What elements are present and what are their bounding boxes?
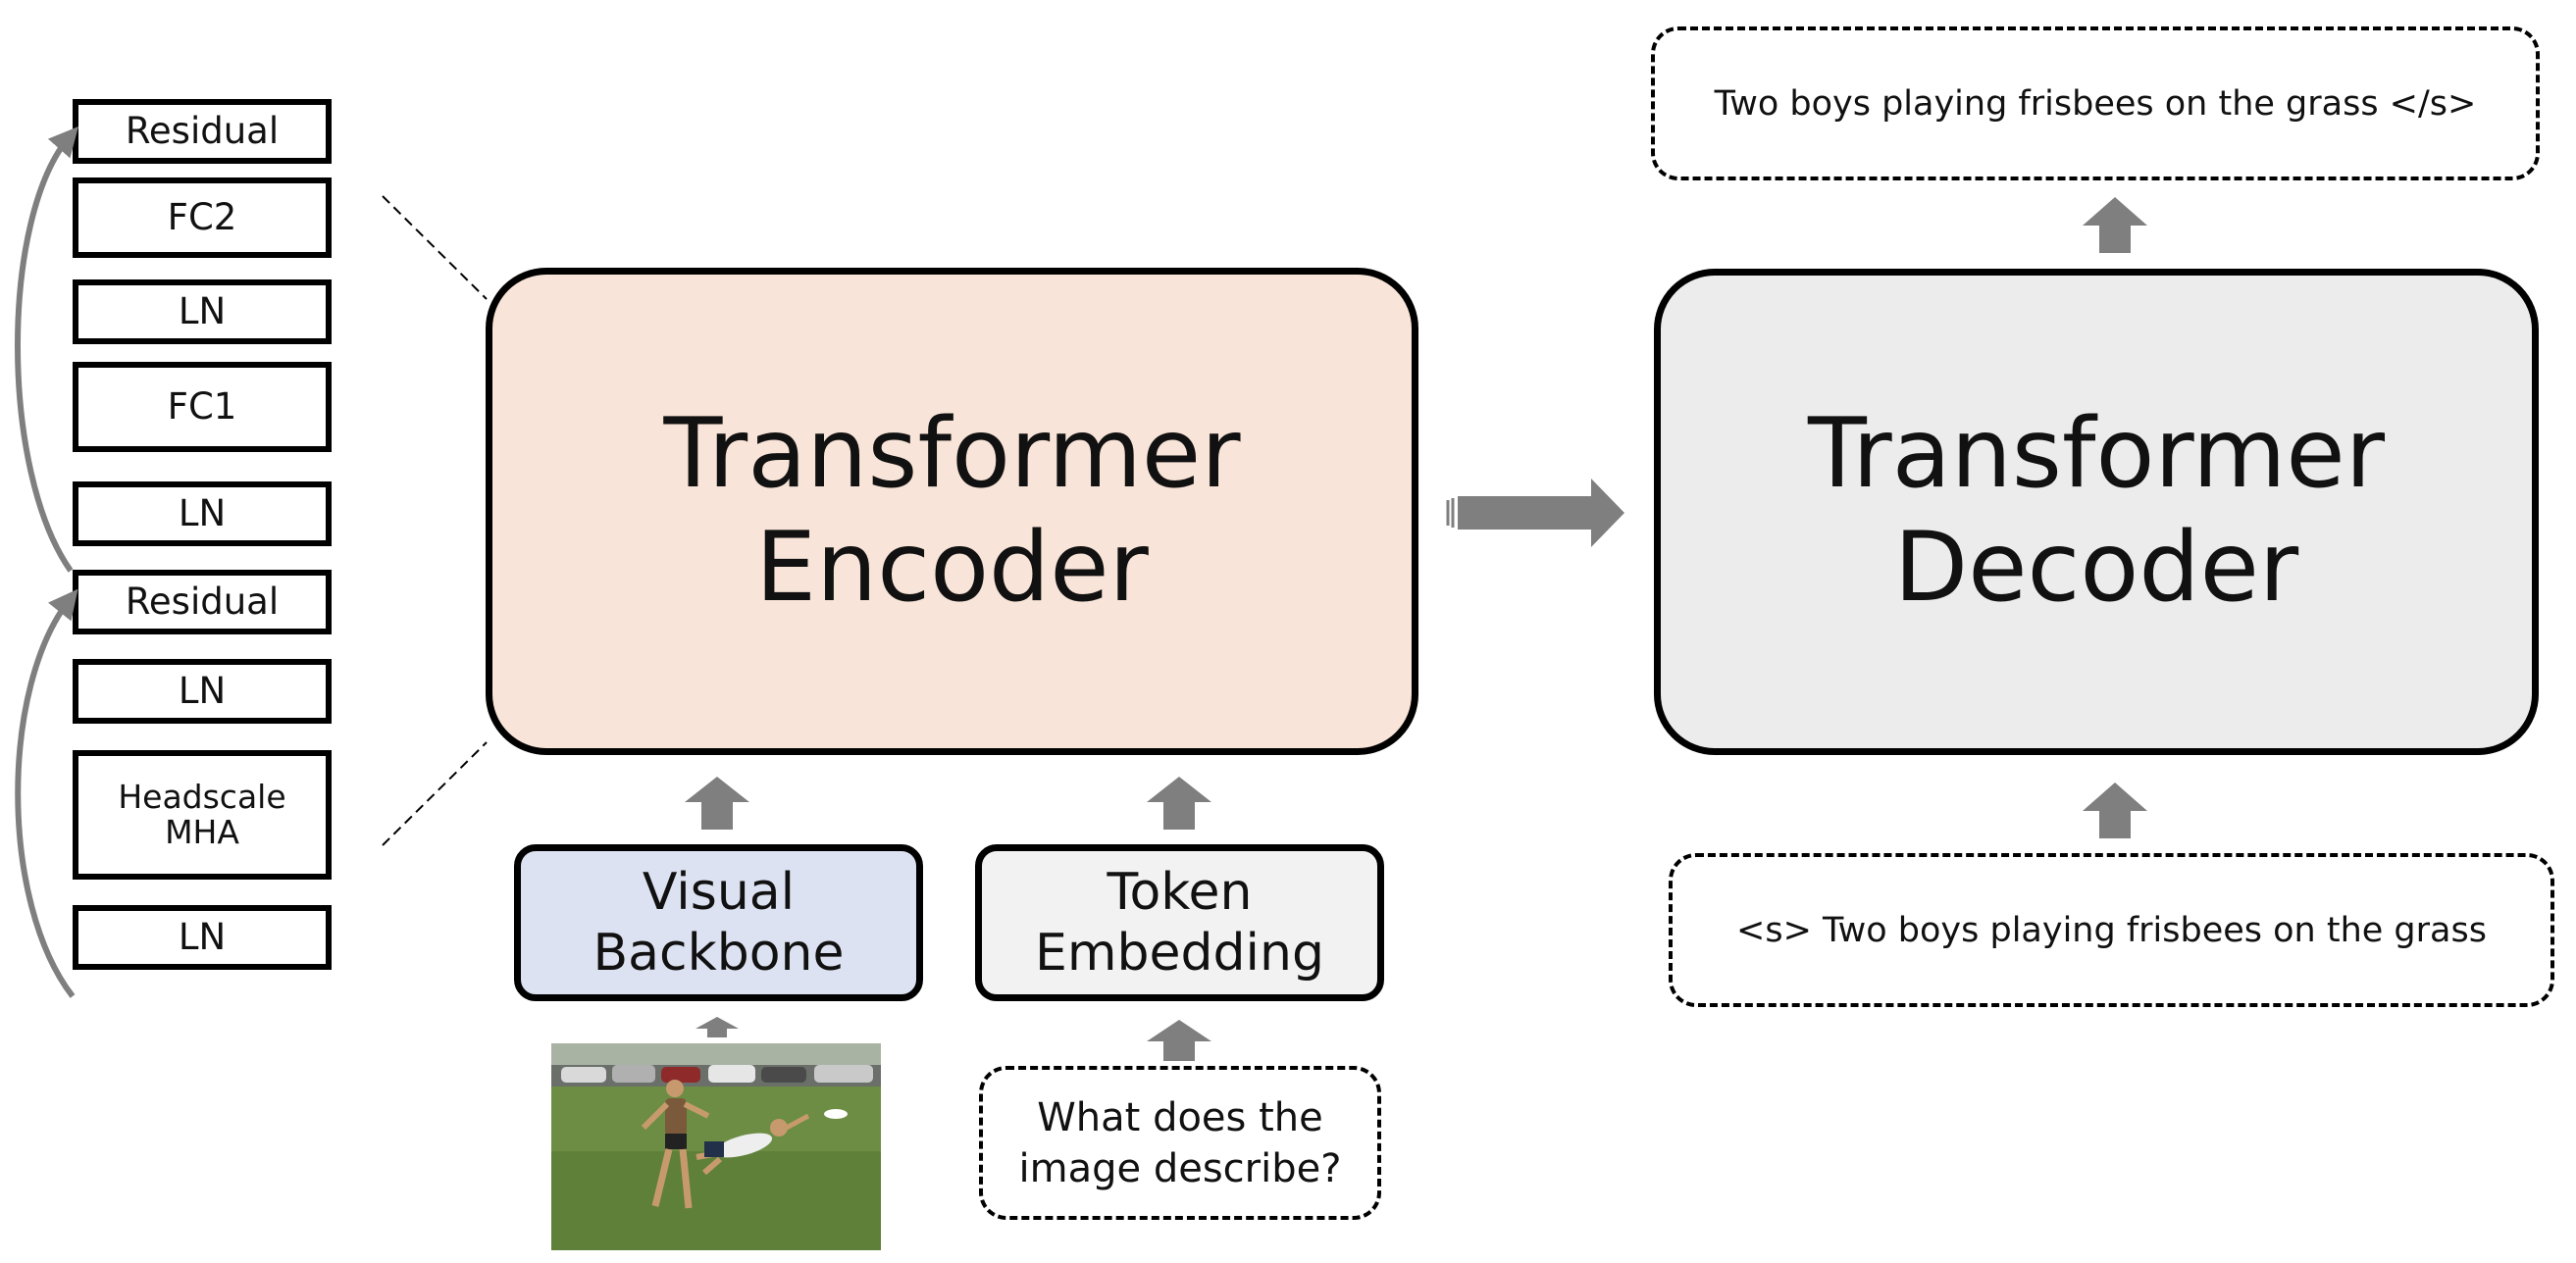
fc1-block: FC1 <box>73 362 332 452</box>
transformer-decoder-box: Transformer Decoder <box>1654 269 2539 755</box>
ln-label-2: LN <box>178 491 227 534</box>
fc2-block: FC2 <box>73 177 332 258</box>
arrow-input-to-decoder <box>2083 783 2147 838</box>
question-line2: image describe? <box>1018 1145 1342 1191</box>
token-embedding-line1: Token <box>1107 862 1253 922</box>
input-photo <box>551 1043 881 1250</box>
zoom-line-top <box>382 195 488 300</box>
transformer-encoder-box: Transformer Encoder <box>486 268 1418 755</box>
visual-backbone-box: Visual Backbone <box>514 844 923 1001</box>
decoder-output-text: Two boys playing frisbees on the grass <… <box>1714 83 2477 124</box>
visual-backbone-line1: Visual <box>642 862 796 922</box>
ln-block-3: LN <box>73 659 332 724</box>
ln-label-3: LN <box>178 669 227 712</box>
decoder-output-box: Two boys playing frisbees on the grass <… <box>1651 26 2540 180</box>
residual-curve-top <box>15 126 78 573</box>
ln-block-1: LN <box>73 279 332 344</box>
residual-curve-bottom <box>15 588 78 998</box>
encoder-title-line1: Transformer <box>663 397 1241 510</box>
arrow-visual-to-encoder <box>685 777 749 830</box>
residual-bottom-label: Residual <box>125 580 280 623</box>
question-text-box: What does the image describe? <box>979 1066 1381 1220</box>
mha-label-line1: Headscale <box>118 777 286 816</box>
mha-label-line2: MHA <box>165 813 239 851</box>
residual-top-block: Residual <box>73 99 332 164</box>
question-line1: What does the <box>1037 1094 1323 1140</box>
encoder-to-decoder-arrow <box>1458 479 1624 547</box>
ln-block-4: LN <box>73 905 332 970</box>
ln-label-1: LN <box>178 289 227 332</box>
zoom-line-bottom <box>382 741 488 846</box>
ln-block-2: LN <box>73 481 332 546</box>
fc1-label: FC1 <box>167 384 237 428</box>
arrow-image-to-visual <box>696 1017 739 1037</box>
fc2-label: FC2 <box>167 195 237 238</box>
token-embedding-box: Token Embedding <box>975 844 1384 1001</box>
ln-label-4: LN <box>178 915 227 958</box>
arrow-decoder-to-output <box>2083 197 2147 253</box>
arrow-token-to-encoder <box>1147 777 1211 830</box>
visual-backbone-line2: Backbone <box>592 924 845 983</box>
arrow-question-to-token <box>1147 1020 1211 1061</box>
token-embedding-line2: Embedding <box>1035 924 1324 983</box>
residual-top-label: Residual <box>125 109 280 152</box>
decoder-input-box: <s> Two boys playing frisbees on the gra… <box>1669 853 2554 1007</box>
encoder-title-line2: Encoder <box>755 511 1149 624</box>
headscale-mha-block: Headscale MHA <box>73 750 332 880</box>
decoder-input-text: <s> Two boys playing frisbees on the gra… <box>1736 910 2487 950</box>
decoder-title-line2: Decoder <box>1893 512 2299 624</box>
decoder-title-line1: Transformer <box>1807 398 2386 511</box>
